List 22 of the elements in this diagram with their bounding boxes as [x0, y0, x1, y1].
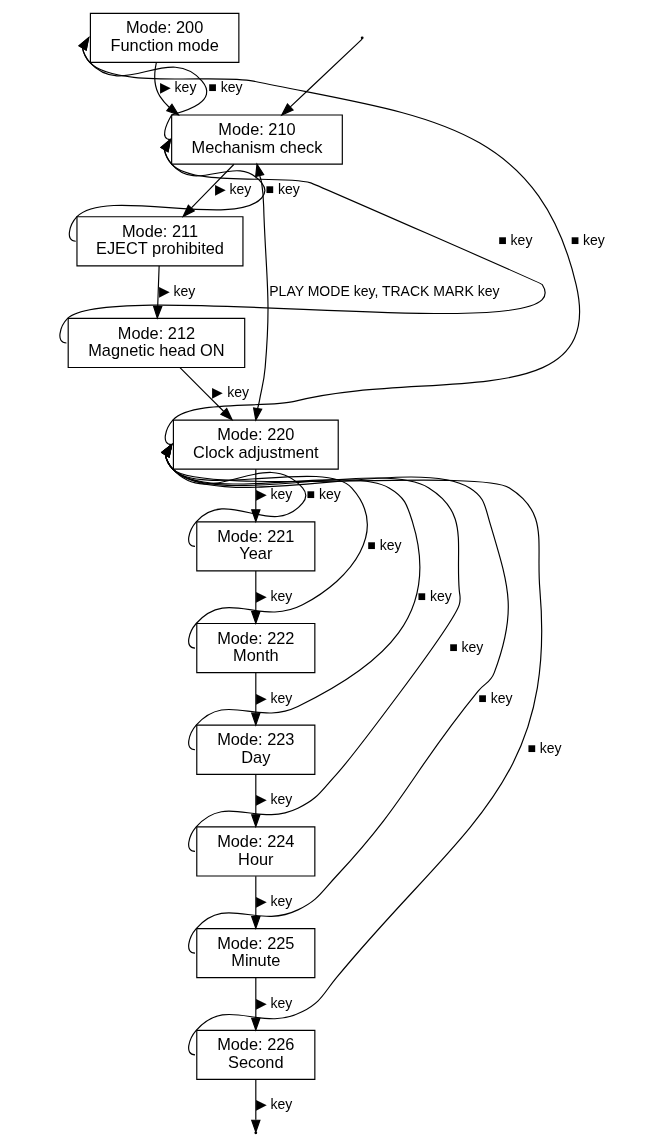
edge-label: ▶ key [214, 181, 252, 198]
edge-label: ■ key [527, 740, 562, 757]
edge-label: ■ key [478, 689, 513, 706]
edge-label: ▶ key [255, 587, 293, 604]
edge-label: PLAY MODE key, TRACK MARK key [269, 282, 500, 299]
edge-label: ■ key [306, 486, 341, 503]
edge-label: ▶ key [255, 791, 293, 808]
edge-label: ▶ key [159, 79, 197, 96]
edge-label: ■ key [265, 181, 300, 198]
edge-label: ■ key [449, 638, 484, 655]
edge-label: ■ key [498, 231, 533, 248]
edge-label: ▶ key [255, 689, 293, 706]
edge-label: ▶ key [212, 384, 250, 401]
edge-label: ▶ key [158, 282, 196, 299]
edge-label: ▶ key [255, 994, 293, 1011]
edge-label: ■ key [570, 231, 605, 248]
edge-label: ▶ key [255, 486, 293, 503]
edge-label: ■ key [367, 536, 402, 553]
edge-label: ■ key [417, 587, 452, 604]
edge-label: ■ key [208, 79, 243, 96]
edge-label: ▶ key [255, 892, 293, 909]
edge-label: ▶ key [255, 1096, 293, 1113]
